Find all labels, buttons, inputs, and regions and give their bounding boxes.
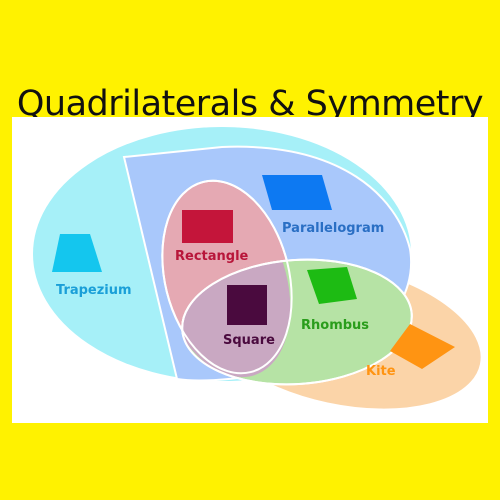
rectangle-label: Rectangle [175, 249, 249, 264]
rectangle-shape [182, 210, 233, 243]
rhombus-label: Rhombus [301, 318, 369, 333]
kite-label: Kite [366, 364, 396, 379]
trapezium-shape [52, 234, 102, 272]
venn-diagram: Trapezium Parallelogram Rectangle Rhombu… [31, 125, 483, 411]
parallelogram-label: Parallelogram [282, 221, 384, 236]
kite-shape [390, 324, 455, 369]
trapezium-label: Trapezium [56, 283, 132, 298]
parallelogram-shape [262, 175, 332, 210]
rhombus-shape [307, 267, 357, 304]
square-label: Square [223, 333, 275, 348]
square-shape [227, 285, 267, 325]
diagram-panel: Trapezium Parallelogram Rectangle Rhombu… [12, 117, 488, 423]
